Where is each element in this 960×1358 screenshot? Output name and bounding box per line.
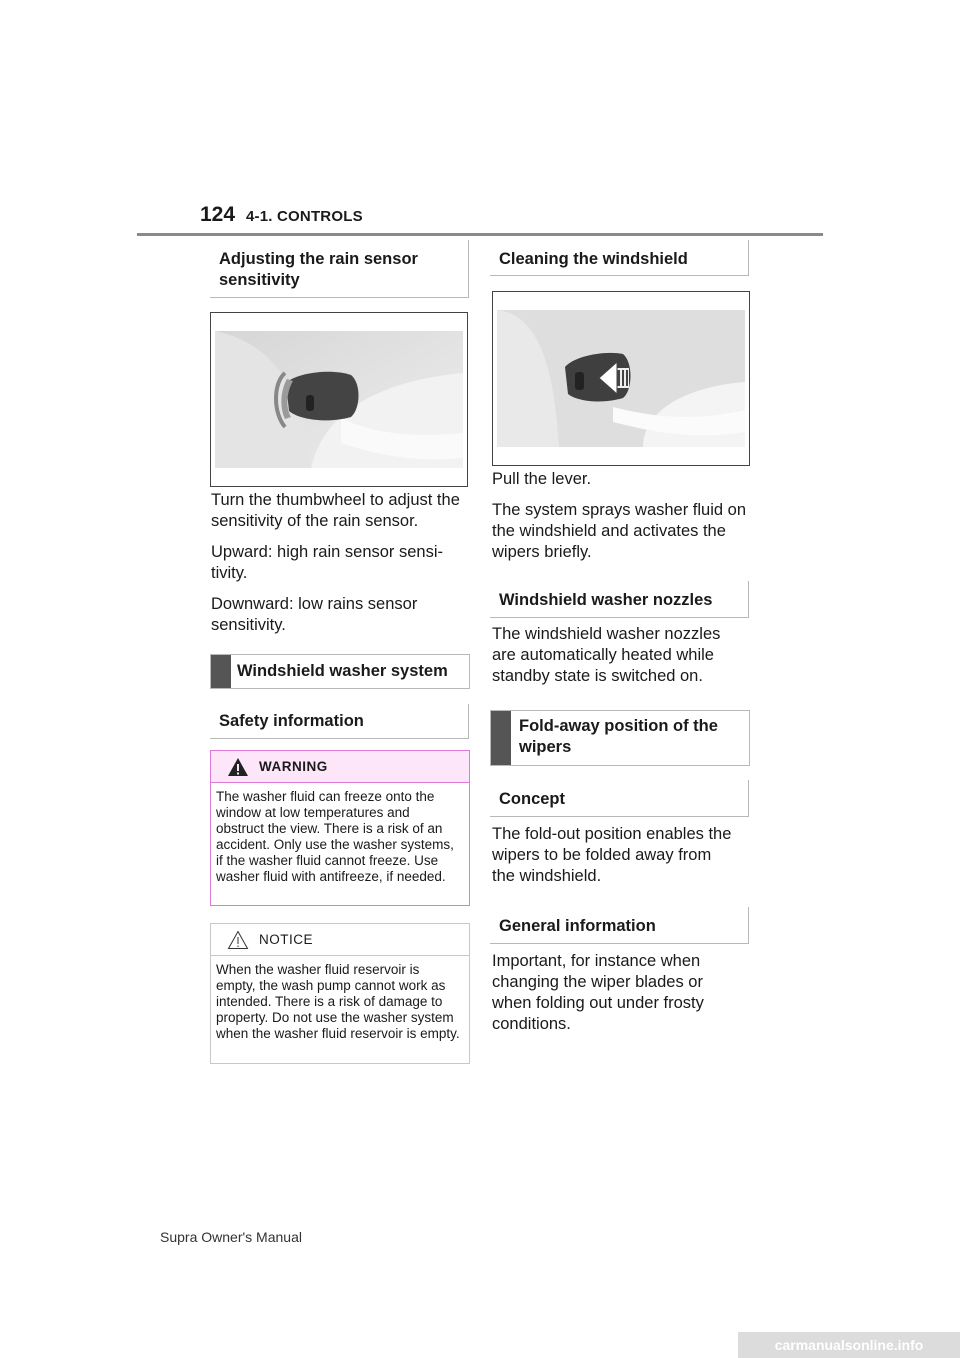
nozzles-heading-box: Windshield washer nozzles	[490, 581, 749, 618]
warning-triangle-icon	[228, 758, 248, 776]
rain-paragraph: Turn the thumbwheel to adjust the sensit…	[211, 491, 460, 530]
rain-sensor-figure	[210, 312, 468, 487]
rain-paragraph: Upward: high rain sensor sensi-tivity.	[211, 543, 444, 582]
watermark: carmanualsonline.info	[738, 1332, 960, 1358]
cleaning-text: Pull the lever. The system sprays washer…	[492, 469, 748, 573]
warning-box: WARNING The washer fluid can freeze onto…	[210, 750, 470, 906]
thumbwheel-illustration	[215, 331, 463, 468]
rain-paragraph: Downward: low rains sensor sensitivity.	[211, 595, 418, 634]
notice-title: NOTICE	[259, 932, 314, 947]
general-text: Important, for instance when changing th…	[492, 952, 704, 1033]
cleaning-paragraph: The system sprays washer fluid on the wi…	[492, 501, 747, 561]
manual-title-footer: Supra Owner's Manual	[160, 1229, 302, 1245]
rain-sensor-text: Turn the thumbwheel to adjust the sensit…	[211, 490, 467, 646]
nozzles-heading: Windshield washer nozzles	[499, 591, 713, 609]
notice-header: NOTICE	[211, 924, 469, 956]
concept-heading-box: Concept	[490, 780, 749, 817]
nozzles-text: The windshield washer nozzles are automa…	[492, 625, 721, 685]
foldaway-heading-box: Fold-away position of the wipers	[490, 710, 750, 766]
header-divider	[137, 233, 823, 236]
concept-heading: Concept	[499, 790, 565, 808]
wiper-lever-illustration	[497, 310, 745, 447]
rain-sensor-heading: Adjusting the rain sensor sensitivity	[219, 250, 418, 289]
cleaning-heading: Cleaning the windshield	[499, 250, 688, 268]
cleaning-heading-box: Cleaning the windshield	[490, 240, 749, 276]
warning-header: WARNING	[211, 751, 469, 783]
notice-text: When the washer fluid reservoir is empty…	[216, 962, 460, 1041]
cleaning-figure	[492, 291, 750, 466]
general-heading-box: General information	[490, 907, 749, 944]
washer-system-heading: Windshield washer system	[237, 662, 448, 680]
warning-title: WARNING	[259, 759, 328, 774]
cleaning-paragraph: Pull the lever.	[492, 470, 592, 488]
safety-heading: Safety information	[219, 712, 364, 730]
heading-bar	[491, 711, 511, 765]
safety-heading-box: Safety information	[210, 704, 469, 739]
notice-box: NOTICE When the washer fluid reservoir i…	[210, 923, 470, 1064]
notice-triangle-icon	[227, 930, 249, 949]
general-heading: General information	[499, 917, 656, 935]
warning-text: The washer fluid can freeze onto the win…	[216, 789, 454, 884]
foldaway-heading: Fold-away position of the wipers	[519, 717, 718, 756]
rain-sensor-heading-box: Adjusting the rain sensor sensitivity	[210, 240, 469, 298]
concept-text: The fold-out position enables the wipers…	[492, 825, 732, 885]
heading-bar	[211, 655, 231, 688]
section-label: 4-1. CONTROLS	[246, 208, 363, 225]
page-number: 124	[200, 203, 236, 226]
washer-system-heading-box: Windshield washer system	[210, 654, 470, 689]
